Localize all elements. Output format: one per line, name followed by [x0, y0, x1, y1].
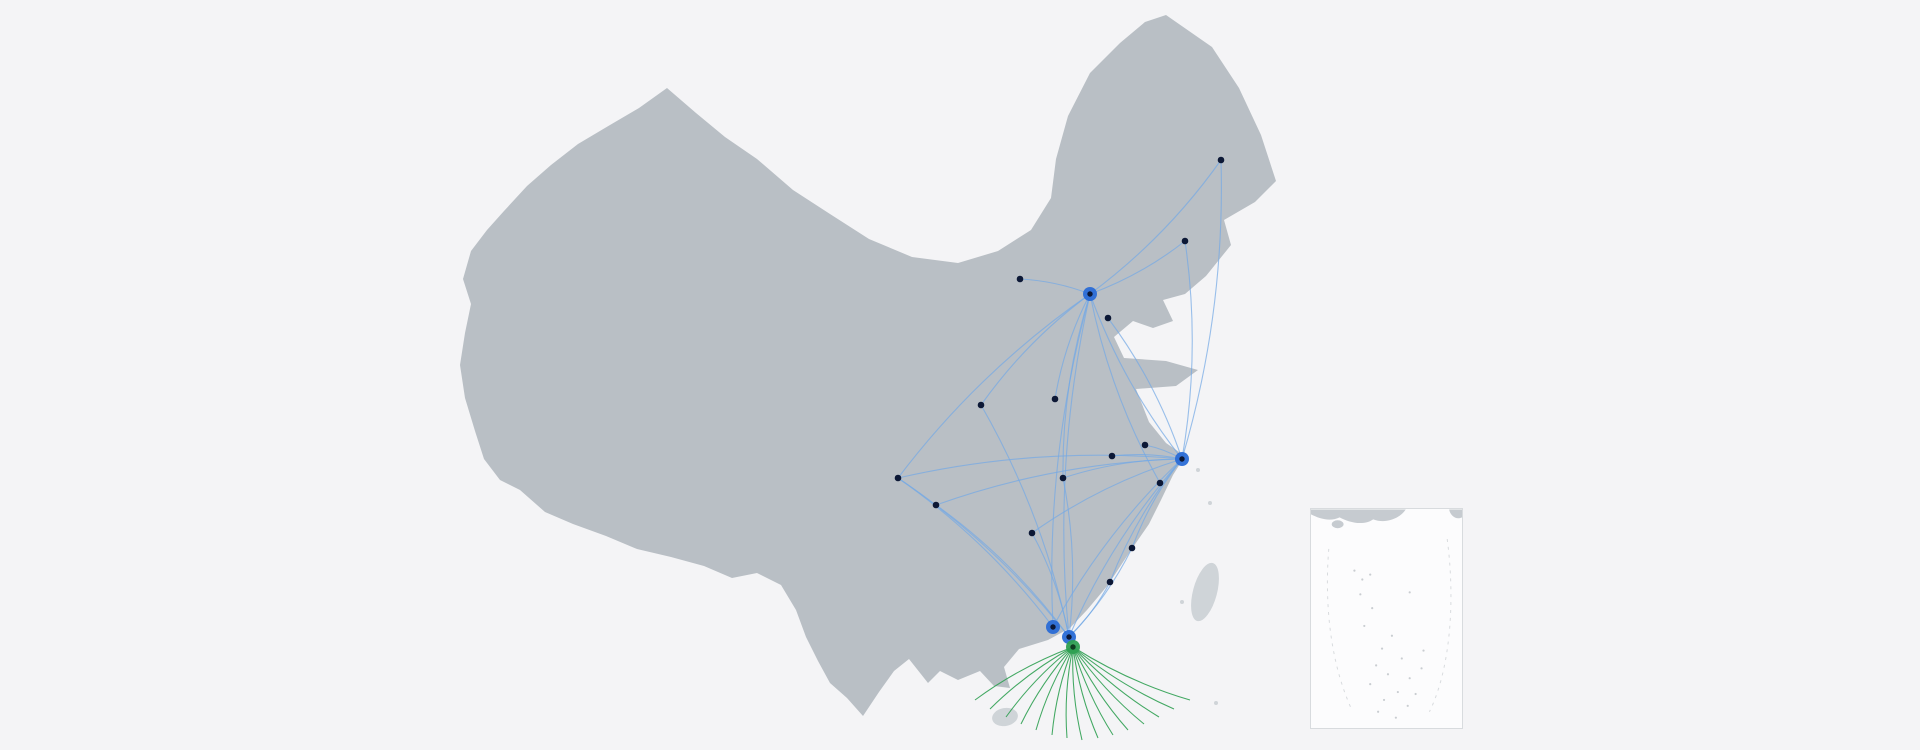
route-line [1052, 458, 1183, 628]
city-dot-city-3[interactable] [1016, 275, 1024, 283]
china-mainland-shape [460, 15, 1276, 716]
inset-island-speck [1406, 704, 1409, 707]
inset-island-speck [1408, 677, 1411, 680]
green-route-line [1072, 646, 1191, 701]
route-line [897, 477, 1054, 628]
green-hub-marker-center [1070, 644, 1076, 650]
inset-dash-line [1326, 548, 1351, 708]
route-line [1109, 458, 1183, 583]
route-line [1054, 293, 1091, 400]
hub-marker-center-hub-4 [1066, 634, 1072, 640]
route-line [1181, 159, 1222, 460]
inset-island-speck [1420, 667, 1423, 670]
green-route-line [1072, 646, 1083, 741]
green-route-line [1020, 646, 1074, 725]
coastal-islet [1180, 600, 1184, 604]
inset-island-speck [1396, 690, 1399, 694]
city-dot-city-6[interactable] [977, 401, 985, 409]
green-route-line [1072, 646, 1099, 739]
route-line [1062, 477, 1074, 638]
route-line [1068, 458, 1183, 638]
taiwan-island [1191, 562, 1219, 622]
hub-marker-center-hub-3 [1050, 624, 1056, 630]
hub-marker-center-hub-2 [1179, 456, 1185, 462]
inset-island-speck [1400, 657, 1403, 660]
route-line [1031, 458, 1183, 534]
route-line [980, 404, 1070, 638]
inset-island-speck [1377, 710, 1380, 713]
city-dot-city-10[interactable] [894, 474, 902, 482]
inset-island-speck [1390, 634, 1394, 637]
coastal-islet [1214, 701, 1218, 705]
green-route-line [1035, 646, 1074, 731]
hub-marker-center-hub-1 [1087, 291, 1093, 297]
route-line [1089, 159, 1222, 295]
city-dot-city-4[interactable] [1104, 314, 1112, 322]
city-dot-city-7[interactable] [1141, 441, 1149, 449]
inset-island-speck [1361, 578, 1364, 581]
green-route-line [1072, 646, 1160, 718]
inset-island-speck [1375, 664, 1378, 667]
city-dot-city-15[interactable] [1106, 578, 1114, 586]
route-line [1051, 293, 1091, 628]
route-line [1063, 293, 1091, 638]
hainan-island [992, 707, 1018, 727]
inset-island-speck [1363, 624, 1366, 627]
route-line [897, 293, 1091, 479]
inset-island-speck [1386, 673, 1390, 676]
city-dot-city-5[interactable] [1051, 395, 1059, 403]
inset-island-speck [1369, 683, 1372, 686]
route-line [1107, 317, 1183, 460]
south-china-sea-inset [1310, 508, 1463, 729]
inset-island-speck [1359, 593, 1362, 596]
inset-taiwan-shape [1449, 509, 1462, 519]
green-route-line [989, 646, 1074, 710]
inset-island-speck [1371, 607, 1374, 610]
route-line [980, 293, 1091, 406]
green-route-line [1065, 646, 1074, 739]
city-dot-city-8[interactable] [1108, 452, 1116, 460]
inset-coast-shape [1311, 509, 1406, 524]
inset-dash-line [1428, 538, 1452, 712]
south-china-sea-inset-map [1311, 509, 1462, 719]
inset-island-speck [1353, 569, 1356, 572]
green-route-line [974, 646, 1074, 701]
green-route-line [1051, 646, 1074, 736]
inset-hainan-shape [1331, 520, 1344, 529]
route-line [1089, 240, 1186, 295]
route-line [1062, 458, 1183, 479]
green-route-line [1072, 646, 1175, 710]
route-line [897, 454, 1183, 479]
coastal-islet [1208, 501, 1212, 505]
green-route-line [1072, 646, 1114, 736]
green-route-line [1005, 646, 1074, 718]
route-line [1181, 240, 1193, 460]
city-dot-city-2[interactable] [1181, 237, 1189, 245]
city-dot-city-11[interactable] [932, 501, 940, 509]
inset-island-speck [1380, 647, 1384, 650]
coastal-islet [1196, 468, 1200, 472]
inset-island-speck [1369, 573, 1372, 576]
green-route-line [1072, 646, 1145, 725]
inset-island-speck [1394, 716, 1397, 719]
route-line [1089, 293, 1183, 460]
green-route-line [1072, 646, 1129, 731]
inset-island-speck [1408, 591, 1411, 594]
inset-island-speck [1414, 692, 1417, 696]
inset-island-speck [1422, 649, 1425, 652]
city-dot-city-1[interactable] [1217, 156, 1225, 164]
city-dot-city-13[interactable] [1028, 529, 1036, 537]
inset-island-speck [1382, 698, 1386, 702]
route-line [935, 504, 1070, 638]
city-dot-city-12[interactable] [1059, 474, 1067, 482]
city-dot-city-14[interactable] [1128, 544, 1136, 552]
city-dot-city-9[interactable] [1156, 479, 1164, 487]
